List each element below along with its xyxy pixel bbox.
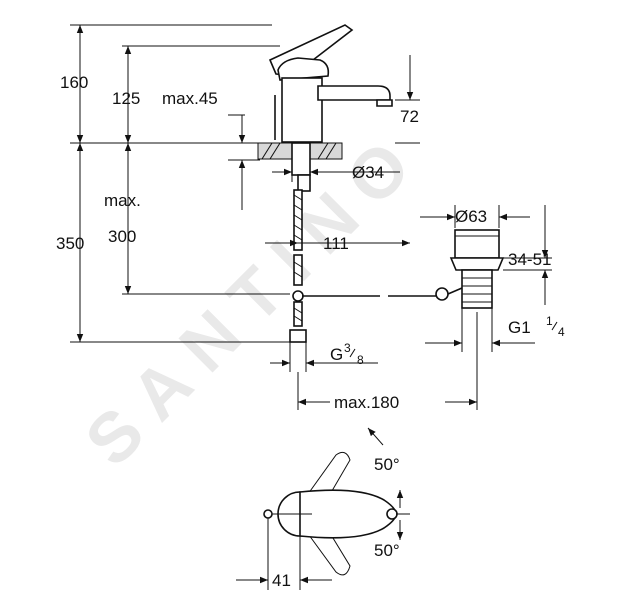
dim-160: 160 <box>60 73 88 92</box>
faucet-side-view <box>257 24 440 343</box>
dimension-g1-1-4 <box>425 308 535 352</box>
dim-g1: G1 <box>508 318 531 337</box>
angle-top: 50° <box>374 455 400 474</box>
angle-bottom: 50° <box>374 541 400 560</box>
dimension-34-51 <box>503 205 552 305</box>
drain-waste <box>435 229 505 309</box>
dim-350: 350 <box>56 234 84 253</box>
dimension-max45 <box>228 114 260 210</box>
dim-d34: Ø34 <box>352 163 384 182</box>
dim-41: 41 <box>272 571 291 590</box>
dimension-d63 <box>420 205 530 228</box>
angle-markers <box>367 427 410 540</box>
dim-111: 111 <box>323 234 349 253</box>
dimension-g3-8 <box>270 342 378 372</box>
dim-300: 300 <box>108 227 136 246</box>
dim-g1-numerator: 1 <box>546 314 553 328</box>
dim-125: 125 <box>112 89 140 108</box>
dim-72: 72 <box>400 107 419 126</box>
dimension-41 <box>236 518 332 590</box>
dim-34-51: 34-51 <box>508 250 551 269</box>
dimension-chain-left <box>70 24 298 343</box>
dimension-d34 <box>272 160 400 182</box>
dim-d63: Ø63 <box>455 207 487 226</box>
dim-max180: max.180 <box>334 393 399 412</box>
dim-max-label: max. <box>104 191 141 210</box>
dim-max45: max.45 <box>162 89 218 108</box>
dimension-72 <box>395 55 420 144</box>
dim-g38: G <box>330 345 343 364</box>
dim-g1-denominator: 4 <box>558 325 565 339</box>
dimension-max180 <box>297 312 478 410</box>
dim-g38-denominator: 8 <box>357 353 364 367</box>
dim-g38-numerator: 3 <box>344 341 351 355</box>
